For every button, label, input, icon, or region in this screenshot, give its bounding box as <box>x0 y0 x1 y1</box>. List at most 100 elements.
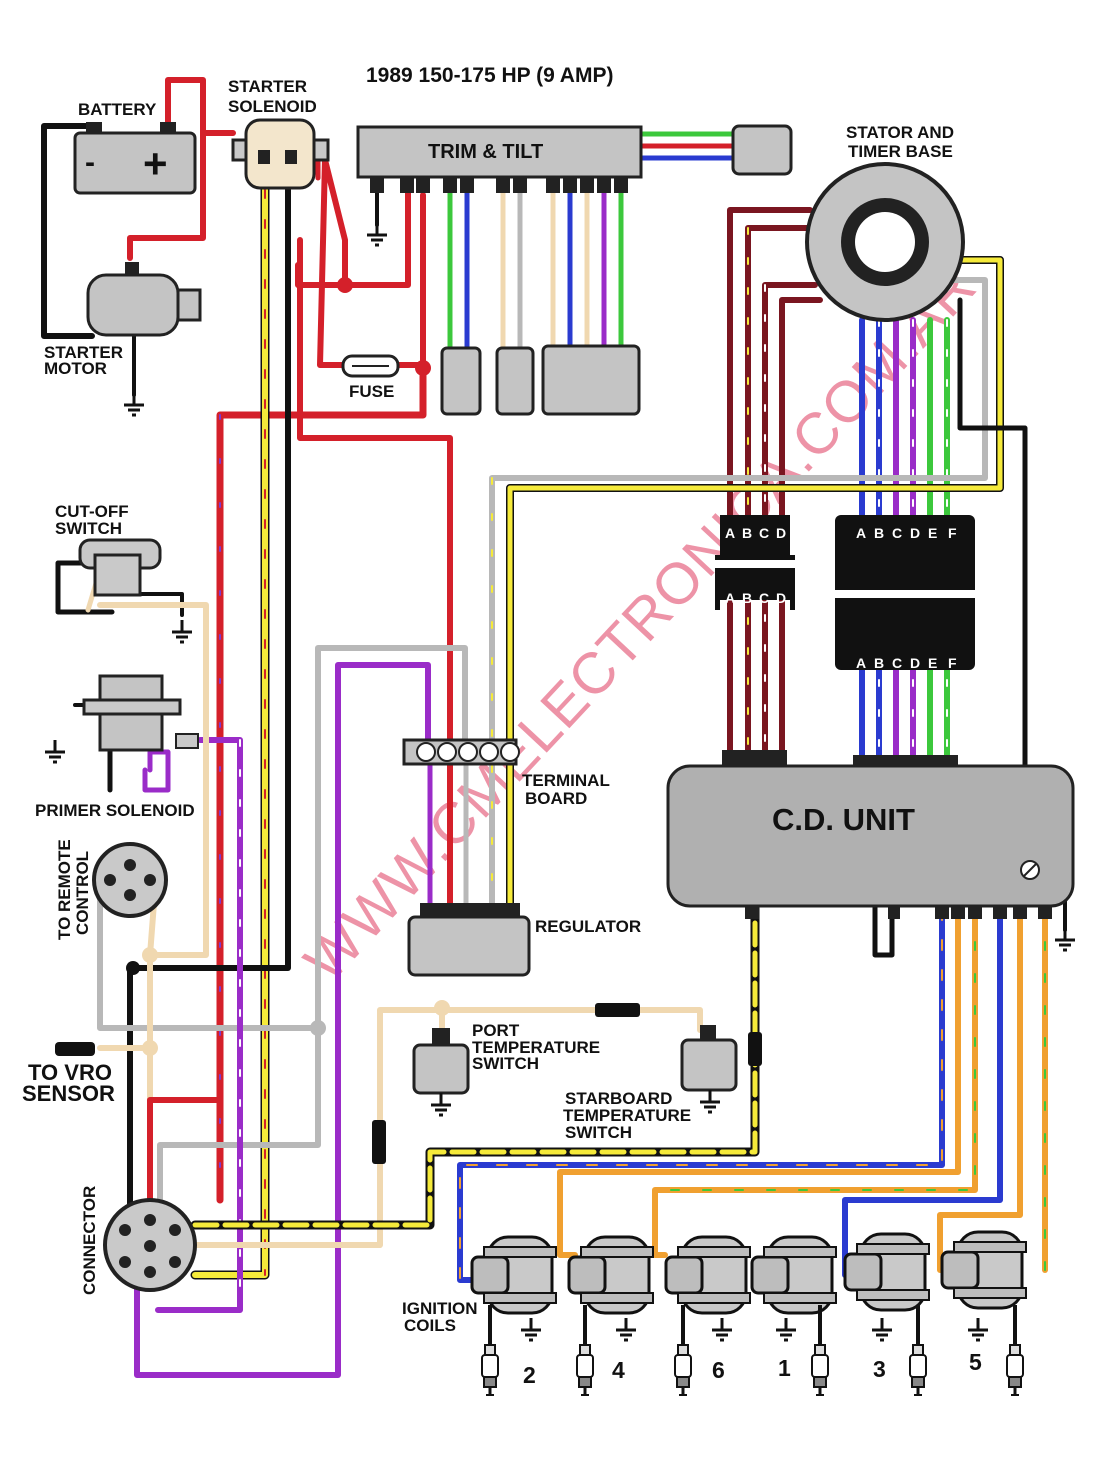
stator-label-2: TIMER BASE <box>848 142 953 161</box>
remote-label-1: TO REMOTE <box>55 839 74 940</box>
spark-plug-icon <box>673 1343 693 1397</box>
pin-d-bot: D <box>776 590 786 606</box>
ground-icon <box>710 1316 734 1342</box>
ground-icon <box>170 618 194 644</box>
stator-timer-base: STATOR AND TIMER BASE <box>805 123 965 322</box>
spark-plug-icon <box>810 1343 830 1397</box>
starter-solenoid-label-2: SOLENOID <box>228 97 317 116</box>
cylinder-number: 2 <box>523 1362 536 1388</box>
connector-label: CONNECTOR <box>80 1186 99 1295</box>
pin-a-top: A <box>725 525 735 541</box>
pin-d6-top: D <box>910 525 920 541</box>
starter-motor: STARTER MOTOR <box>44 262 202 378</box>
spark-plug-icon <box>575 1343 595 1397</box>
cylinder-number: 1 <box>778 1355 791 1381</box>
trim-tilt-label: TRIM & TILT <box>428 141 543 163</box>
wires <box>41 77 1067 1378</box>
pin-b-top: B <box>742 525 752 541</box>
inline-plug-top <box>595 1003 640 1017</box>
coils-label-2: COILS <box>404 1316 456 1335</box>
pin-b-bot: B <box>742 590 752 606</box>
ground-icon <box>43 738 67 764</box>
main-connector <box>103 1198 197 1292</box>
ground-icon <box>870 1316 894 1342</box>
pin-d6-bot: D <box>910 655 920 671</box>
battery-negative-symbol: - <box>85 146 95 179</box>
pin-e6-bot: E <box>928 655 937 671</box>
stbd-temp-switch: STARBOARD TEMPERATURE SWITCH <box>563 1025 738 1142</box>
ignition-coil-icon <box>664 1235 752 1315</box>
spark-plug-icon <box>908 1343 928 1397</box>
connector-abcdef: A B C D E F A B C D E F <box>833 515 977 671</box>
pin-d-top: D <box>776 525 786 541</box>
junctions <box>126 277 450 1056</box>
cd-unit-label: C.D. UNIT <box>772 802 915 837</box>
connector-abcd: A B C D A B C D <box>714 515 796 610</box>
starter-motor-label-2: MOTOR <box>44 359 107 378</box>
primer-label: PRIMER SOLENOID <box>35 801 195 820</box>
ground-icon <box>774 1316 798 1342</box>
pin-c-top: C <box>759 525 769 541</box>
spark-plug-icon <box>1005 1343 1025 1397</box>
battery-label: BATTERY <box>78 100 157 119</box>
regulator-label: REGULATOR <box>535 917 641 936</box>
terminal-label-2: BOARD <box>525 789 587 808</box>
cylinder-number: 3 <box>873 1356 886 1382</box>
vro-plug <box>55 1042 95 1056</box>
cylinder-number: 4 <box>612 1357 625 1383</box>
vro-label-2: SENSOR <box>22 1081 115 1106</box>
ground-icon <box>698 1088 722 1114</box>
ignition-coil-icon <box>843 1232 931 1312</box>
cutoff-label-2: SWITCH <box>55 519 122 538</box>
pin-c-bot: C <box>759 590 769 606</box>
ignition-coil-icon <box>940 1230 1028 1310</box>
stbd-label-3: SWITCH <box>565 1123 632 1142</box>
ground-icon <box>519 1316 543 1342</box>
ignition-coil-icon <box>567 1235 655 1315</box>
cylinder-number: 5 <box>969 1349 982 1375</box>
port-label-3: SWITCH <box>472 1054 539 1073</box>
battery-positive-symbol: + <box>143 140 168 187</box>
port-label-2: TEMPERATURE <box>472 1038 600 1057</box>
starter-solenoid: STARTER SOLENOID <box>228 77 330 190</box>
battery: - + BATTERY <box>73 100 197 195</box>
pin-a6-top: A <box>856 525 866 541</box>
fuse-label: FUSE <box>349 382 394 401</box>
ground-icon <box>966 1316 990 1342</box>
inline-plug-left <box>372 1120 386 1164</box>
cutoff-switch: CUT-OFF SWITCH <box>55 502 162 597</box>
spark-plug-icon <box>480 1343 500 1397</box>
starter-motor-label-1: STARTER <box>44 343 123 362</box>
pin-a-bot: A <box>725 590 735 606</box>
ground-icon <box>614 1316 638 1342</box>
ground-icon <box>1053 926 1077 952</box>
pin-b6-bot: B <box>874 655 884 671</box>
pin-b6-top: B <box>874 525 884 541</box>
ignition-coil-icon <box>750 1235 838 1315</box>
ground-icon <box>429 1091 453 1117</box>
cylinder-number: 6 <box>712 1357 725 1383</box>
remote-control-plug <box>92 842 168 918</box>
pin-c6-bot: C <box>892 655 902 671</box>
stbd-label-2: TEMPERATURE <box>563 1106 691 1125</box>
fuse-icon <box>341 354 400 378</box>
pin-a6-bot: A <box>856 655 866 671</box>
coils-label-1: IGNITION <box>402 1299 478 1318</box>
terminal-label-1: TERMINAL <box>522 771 610 790</box>
ground-icon <box>122 391 146 417</box>
ignition-coils: IGNITION COILS 2 4 6 1 3 5 <box>402 1230 1028 1397</box>
ground-icon <box>365 221 389 247</box>
starter-solenoid-label-1: STARTER <box>228 77 307 96</box>
terminal-board: TERMINAL BOARD <box>402 738 610 808</box>
diagram-title: 1989 150-175 HP (9 AMP) <box>366 64 613 87</box>
stator-label-1: STATOR AND <box>846 123 954 142</box>
pin-f6-top: F <box>948 525 957 541</box>
cd-unit: C.D. UNIT <box>666 750 1075 919</box>
primer-solenoid: PRIMER SOLENOID <box>35 674 199 820</box>
pin-e6-top: E <box>928 525 937 541</box>
inline-plug-right <box>748 1032 762 1066</box>
cutoff-label-1: CUT-OFF <box>55 502 129 521</box>
port-temp-switch: PORT TEMPERATURE SWITCH <box>412 1021 600 1095</box>
port-label-1: PORT <box>472 1021 520 1040</box>
